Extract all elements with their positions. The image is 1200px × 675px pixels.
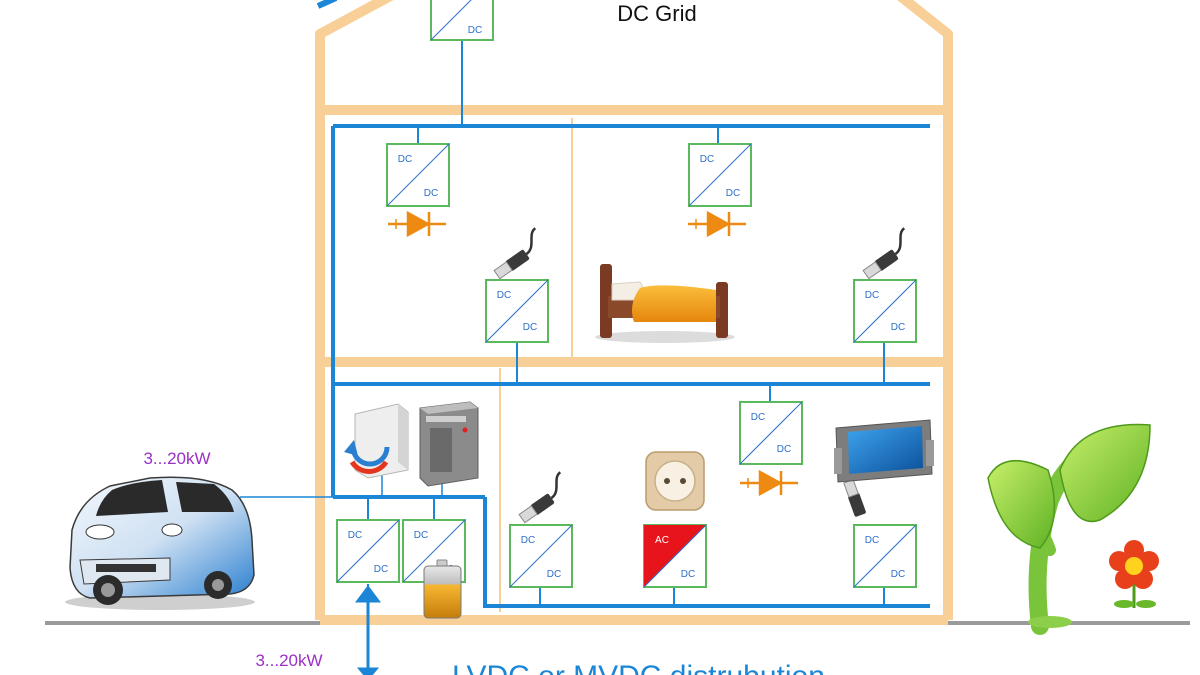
converter-upper-right-light: DC DC (688, 143, 752, 207)
converter-upper-left-light: DC DC (386, 143, 450, 207)
converter-roof-out: DC (468, 25, 482, 36)
usb-plug-icon (493, 227, 537, 280)
flower-icon (1109, 540, 1159, 608)
tv-icon (834, 419, 934, 483)
converter-out-label: DC (374, 564, 388, 575)
converter-in-label: DC (398, 154, 412, 165)
dc-bus (331, 40, 930, 620)
converter-socket-inverter: AC DC (643, 524, 707, 588)
usb-plug-icon (862, 227, 906, 280)
converter-out-label: DC (891, 569, 905, 580)
converter-out-label: DC (777, 444, 791, 455)
converter-out-label: DC (681, 569, 695, 580)
led-diode-icon (388, 210, 446, 238)
bed-icon (595, 264, 735, 343)
converter-in-label: DC (348, 530, 362, 541)
converter-upper-left-usb: DC DC (485, 279, 549, 343)
converter-in-label: AC (655, 535, 669, 546)
usb-plug-icon (518, 471, 562, 524)
solar-panel-edge (316, 0, 338, 9)
converter-ground-light: DC DC (739, 401, 803, 465)
wall-socket-icon (645, 451, 705, 511)
converter-tv: DC DC (853, 524, 917, 588)
air-conditioner-icon (344, 403, 409, 479)
distribution-label: LVDC or MVDC distrubution (452, 660, 825, 675)
plant-icon (987, 423, 1151, 635)
converter-in-label: DC (414, 530, 428, 541)
led-diode-icon (688, 210, 746, 238)
ev-power-label: 3...20kW (143, 449, 210, 468)
converter-in-label: DC (865, 535, 879, 546)
converter-out-label: DC (726, 188, 740, 199)
converter-in-label: DC (865, 290, 879, 301)
house-frame (315, 0, 953, 625)
converter-in-label: DC (700, 154, 714, 165)
converter-out-label: DC (891, 322, 905, 333)
converter-hvac: DC DC (336, 519, 400, 583)
converter-out-label: DC (547, 569, 561, 580)
converter-out-label: DC (523, 322, 537, 333)
converter-in-label: DC (497, 290, 511, 301)
converter-out-label: DC (424, 188, 438, 199)
up-down-arrow-icon (355, 585, 381, 675)
converter-upper-right-usb: DC DC (853, 279, 917, 343)
converter-in-label: DC (521, 535, 535, 546)
battery-icon (423, 559, 462, 619)
converter-roof: DC (430, 0, 494, 41)
usb-plug-icon (843, 478, 866, 517)
grid-power-label: 3...20kW (255, 651, 322, 670)
led-diode-icon (740, 469, 798, 497)
heat-pump-icon (419, 401, 479, 487)
electric-car-icon (65, 476, 255, 610)
converter-ground-usb: DC DC (509, 524, 573, 588)
converter-in-label: DC (751, 412, 765, 423)
diagram-title: DC Grid (617, 1, 696, 26)
